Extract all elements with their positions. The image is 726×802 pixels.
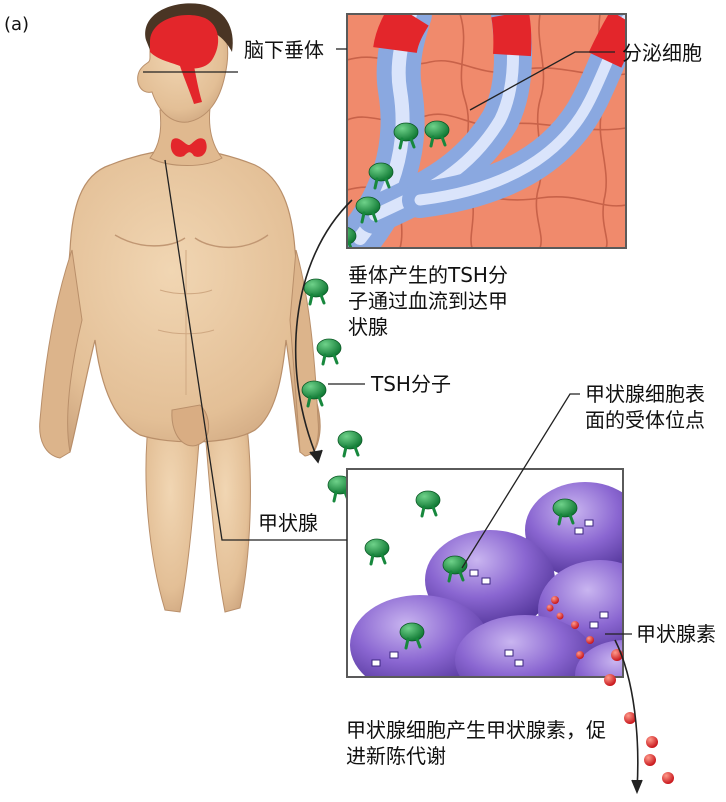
pituitary-inset bbox=[346, 13, 627, 249]
label-secretory-cell: 分泌细胞 bbox=[622, 41, 702, 65]
label-receptor-site: 甲状腺细胞表面的受体位点 bbox=[585, 382, 705, 432]
flow-arrows bbox=[294, 199, 643, 795]
label-thyroxine: 甲状腺素 bbox=[636, 622, 716, 646]
human-figure bbox=[39, 3, 321, 613]
thyroid-inset bbox=[346, 468, 624, 678]
label-pituitary: 脑下垂体 bbox=[244, 38, 324, 62]
label-tsh-molecule: TSH分子 bbox=[371, 372, 451, 396]
panel-letter-text: (a) bbox=[4, 14, 30, 35]
label-thyroid: 甲状腺 bbox=[258, 511, 318, 535]
thyroxine-release-arrow bbox=[614, 639, 639, 791]
label-outcome: 甲状腺细胞产生甲状腺素，促进新陈代谢 bbox=[346, 718, 606, 768]
label-tsh-transport: 垂体产生的TSH分子通过血流到达甲状腺 bbox=[348, 263, 508, 339]
blood-flow-arrow bbox=[294, 199, 353, 461]
leader-lines bbox=[143, 48, 632, 635]
